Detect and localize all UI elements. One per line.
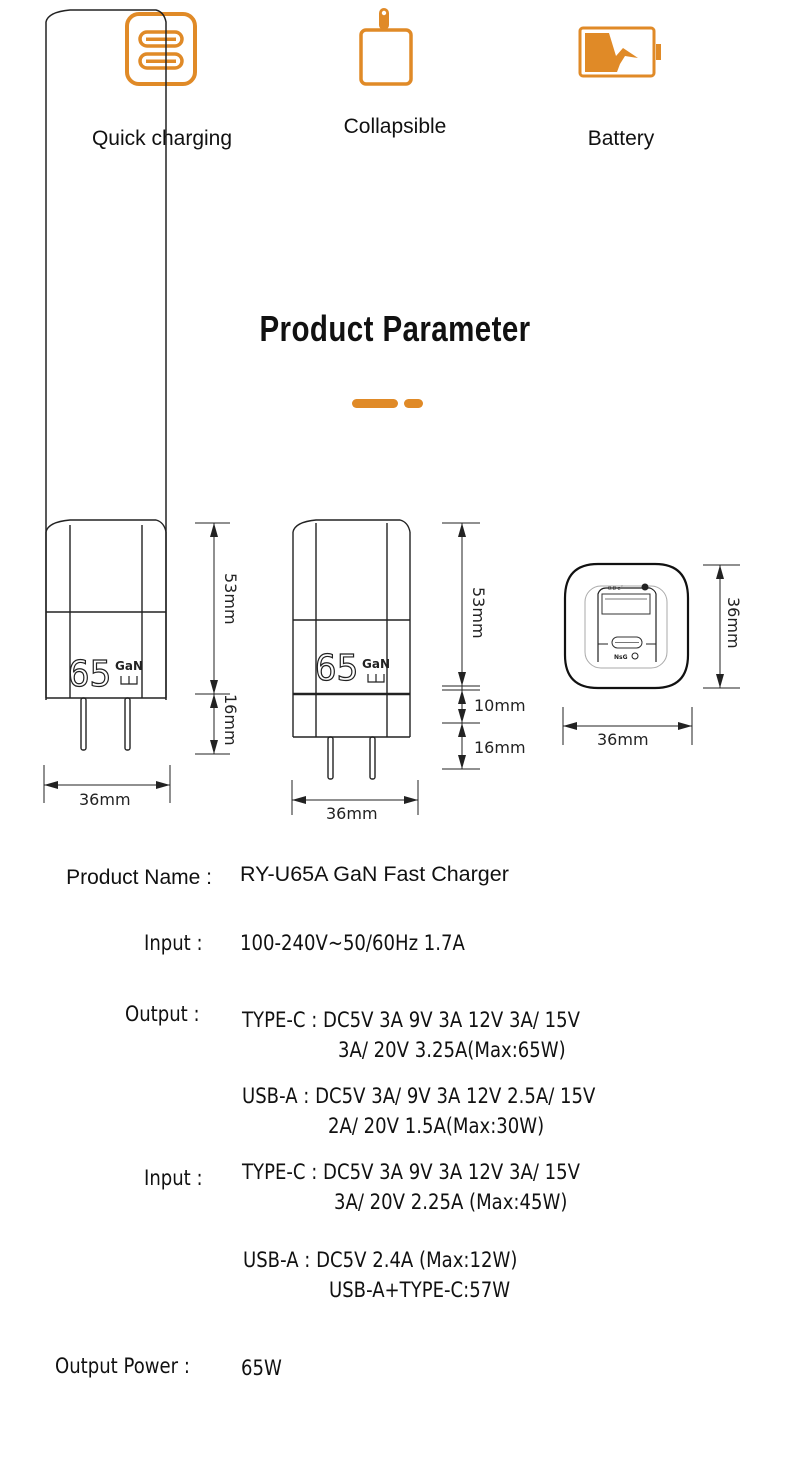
dim-36mm: 36mm [326,804,378,823]
spec-output-usb-a-line2: 2A/ 20V 1.5A(Max:30W) [328,1114,545,1138]
spec-input2-usb-a-line1: USB-A : DC5V 2.4A (Max:12W) [243,1248,518,1272]
battery-charging-icon [578,26,661,78]
charger-front-view-drawing: NsG 0.8 eˇ [562,562,740,745]
dim-36mm: 36mm [79,790,131,809]
usb-ports-icon [125,12,197,86]
spec-value-product-name: RY-U65A GaN Fast Charger [240,862,509,886]
feature-label: Collapsible [343,115,447,138]
spec-output-type-c-line2: 3A/ 20V 3.25A(Max:65W) [338,1038,566,1062]
spec-label-product-name: Product Name : [66,866,212,889]
svg-text:GaN: GaN [362,657,390,671]
accent-bar-short [404,399,423,408]
dim-53mm: 53mm [469,587,488,639]
spec-label-input: Input : [143,931,203,955]
dim-53mm: 53mm [221,573,240,625]
spec-label-output: Output : [125,1002,200,1026]
charger-side-view-drawing: 65 GaN [43,9,230,803]
gan-badge: GaN [115,659,143,673]
dim-16mm: 16mm [221,694,240,746]
feature-label: Battery [587,127,655,150]
charger-side-view-2-drawing: 65 GaN [291,519,480,815]
spec-output-type-c-line1: TYPE-C : DC5V 3A 9V 3A 12V 3A/ 15V [242,1008,581,1032]
spec-output-usb-a-line1: USB-A : DC5V 3A/ 9V 3A 12V 2.5A/ 15V [242,1084,596,1108]
feature-label: Quick charging [91,127,233,150]
dim-36mm-height: 36mm [724,597,743,649]
dim-10mm: 10mm [474,696,526,715]
foldable-plug-icon [359,8,413,86]
dim-16mm: 16mm [474,738,526,757]
svg-text:0.8 eˇ: 0.8 eˇ [608,586,624,592]
spec-value-input: 100-240V~50/60Hz 1.7A [240,931,465,955]
spec-label-output-power: Output Power : [55,1354,191,1378]
dim-36mm-width: 36mm [597,730,649,749]
spec-value-output-power: 65W [241,1356,282,1380]
svg-text:65: 65 [315,648,358,689]
spec-input2-type-c-line2: 3A/ 20V 2.25A (Max:45W) [334,1190,568,1214]
spec-input2-usb-a-line2: USB-A+TYPE-C:57W [329,1278,511,1302]
accent-bar-long [352,399,398,408]
spec-label-input-2: Input : [143,1166,203,1190]
svg-text:NsG: NsG [614,654,628,661]
spec-input2-type-c-line1: TYPE-C : DC5V 3A 9V 3A 12V 3A/ 15V [242,1160,581,1184]
section-title: Product Parameter [259,308,531,349]
display-digits: 65 [68,654,111,695]
